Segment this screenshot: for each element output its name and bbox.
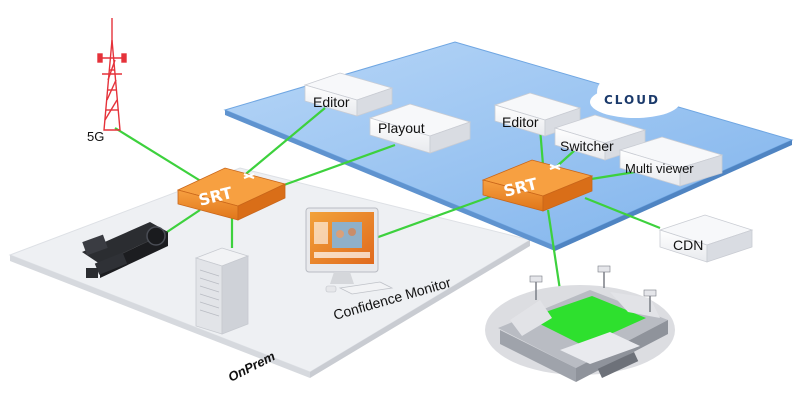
editor-left-label: Editor — [313, 94, 350, 110]
stadium-icon — [485, 265, 675, 382]
link-srt-cdn — [584, 196, 661, 230]
cloud-label: CLOUD — [604, 93, 660, 107]
switcher-box: Switcher — [553, 114, 647, 161]
broadcast-camera-icon — [82, 222, 168, 278]
playout-box: Playout — [368, 103, 472, 154]
playout-label: Playout — [378, 120, 425, 136]
srt-gateway-right: SRT — [481, 159, 594, 212]
network-links — [114, 107, 661, 291]
onprem-plane — [8, 167, 532, 378]
link-multiviewer-srt — [584, 170, 636, 182]
editor-right-label: Editor — [502, 114, 539, 130]
link-editor-srt — [234, 107, 326, 184]
editor-right-box: Editor — [493, 92, 582, 137]
cloud-icon: CLOUD — [590, 62, 680, 118]
srt-left-x-icon — [243, 172, 255, 180]
link-srt-stadium — [546, 209, 562, 291]
editor-left-box: Editor — [303, 72, 394, 117]
link-5g-srt — [114, 127, 213, 189]
confidence-monitor-icon — [305, 207, 394, 295]
5g-label: 5G — [87, 129, 104, 144]
switcher-label: Switcher — [560, 138, 614, 154]
link-playout-srt — [269, 143, 396, 192]
multiviewer-label: Multi viewer — [625, 161, 694, 176]
multiviewer-box: Multi viewer — [618, 136, 724, 187]
cdn-box: CDN — [658, 214, 754, 263]
srt-gateway-left: SRT — [176, 167, 287, 221]
link-monitor-srt — [369, 193, 496, 242]
5g-tower-icon — [97, 18, 127, 131]
cdn-label: CDN — [673, 237, 703, 253]
srt-right-x-icon — [549, 163, 561, 171]
server-tower-icon — [194, 247, 250, 335]
